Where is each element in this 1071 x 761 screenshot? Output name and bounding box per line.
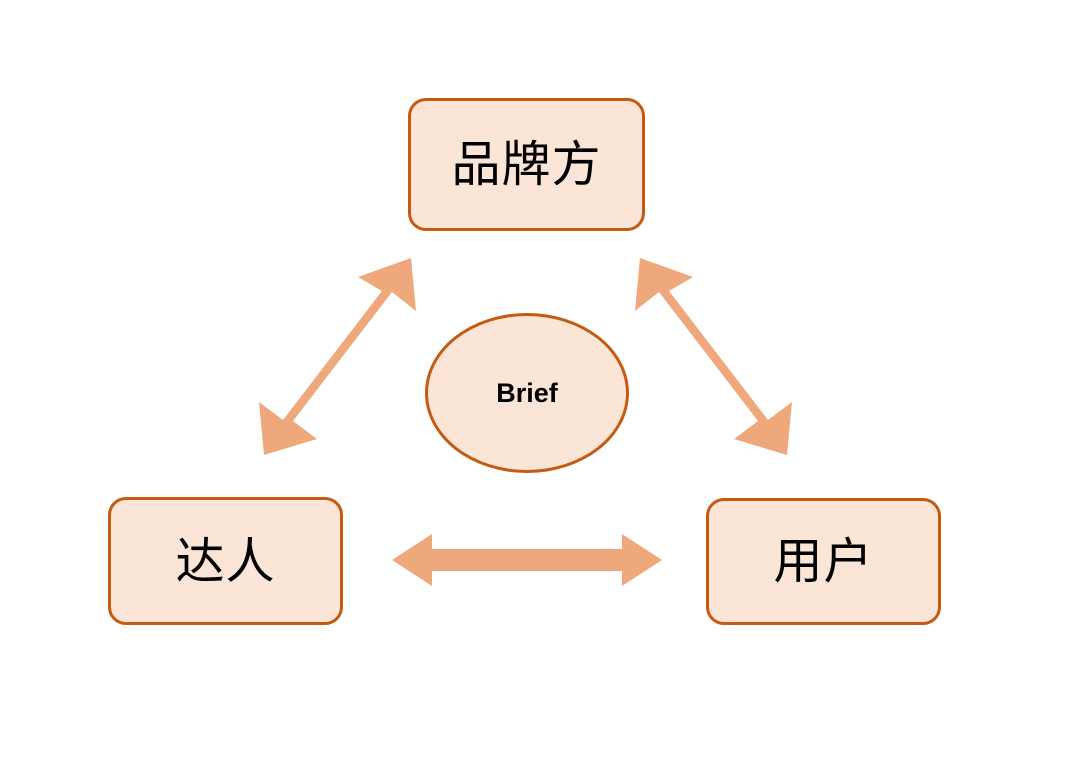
node-user-label: 用户 <box>773 533 874 590</box>
connector-brand-user-icon <box>635 258 792 455</box>
connector-creator-user-icon <box>392 534 662 586</box>
node-creator-label: 达人 <box>175 532 276 590</box>
node-brand[interactable]: 品牌方 <box>408 98 645 231</box>
node-creator[interactable]: 达人 <box>108 497 343 625</box>
node-brief[interactable]: Brief <box>425 313 629 473</box>
node-brief-label: Brief <box>496 377 558 408</box>
connector-creator-brand-icon <box>259 258 416 455</box>
node-brand-label: 品牌方 <box>451 136 602 193</box>
node-user[interactable]: 用户 <box>706 498 941 625</box>
